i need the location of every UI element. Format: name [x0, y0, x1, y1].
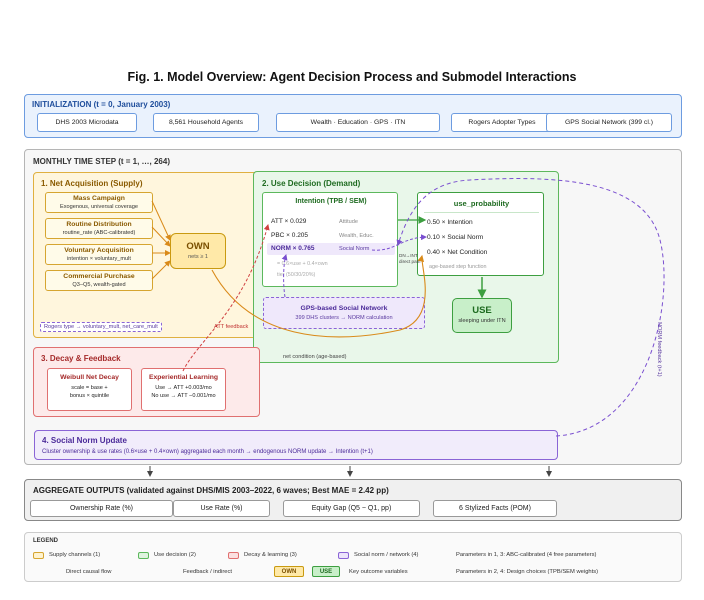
legend-swatch-social — [338, 552, 349, 559]
gps-social-network-box: GPS-based Social Network 399 DHS cluster… — [263, 297, 425, 329]
use-node: USE sleeping under ITN — [452, 298, 512, 333]
use-title: USE — [472, 305, 492, 316]
init-item-microdata: DHS 2003 Microdata — [37, 113, 137, 132]
norm-feedback-label: NORM feedback (t+1) — [656, 322, 662, 377]
aggregate-down-arrows — [147, 466, 552, 477]
net-acquisition-header: 1. Net Acquisition (Supply) — [41, 179, 143, 188]
weibull-line-2: bonus × quintile — [69, 393, 110, 399]
intention-note-1: = 0.6×use + 0.4×own — [277, 261, 328, 267]
use-probability-divider — [424, 212, 539, 213]
weibull-decay-box: Weibull Net Decay scale = base + bonus ×… — [47, 368, 132, 411]
use-probability-box: use_probability 0.50 × Intention 0.10 × … — [417, 192, 544, 276]
gps-network-subtitle: 399 DHS clusters → NORM calculation — [295, 315, 393, 321]
intention-term-pbc: PBC × 0.205 — [271, 232, 309, 239]
aggregate-item-use: Use Rate (%) — [173, 500, 270, 517]
intention-label-att: Attitude — [339, 219, 358, 225]
initialization-header: INITIALIZATION (t = 0, January 2003) — [32, 100, 171, 109]
legend-label-decay: Decay & learning (3) — [244, 552, 297, 558]
intention-label-pbc: Wealth, Educ. — [339, 233, 374, 239]
aggregate-outputs-panel: AGGREGATE OUTPUTS (validated against DHS… — [24, 479, 682, 521]
legend-chip-own: OWN — [274, 566, 304, 577]
gps-network-title: GPS-based Social Network — [300, 305, 388, 312]
legend-params-1: Parameters in 1, 3: ABC-calibrated (4 fr… — [456, 552, 597, 558]
learning-line-2: No use → ATT −0.001/mo — [151, 393, 216, 399]
legend-label-supply: Supply channels (1) — [49, 552, 101, 558]
legend-title: LEGEND — [33, 538, 59, 544]
legend-params-2: Parameters in 2, 4: Design choices (TPB/… — [456, 569, 599, 575]
intention-box: Intention (TPB / SEM) ATT × 0.029 Attitu… — [262, 192, 398, 287]
legend-swatch-decay — [228, 552, 239, 559]
channel-routine-distribution: Routine Distribution routine_rate (ABC-c… — [45, 218, 153, 239]
rogers-note: Rogers type → voluntary_mult, net_care_m… — [40, 322, 162, 332]
use-prob-term-condition: 0.40 × Net Condition — [427, 249, 488, 256]
intention-note-2: tier (50/30/20%) — [277, 272, 316, 278]
channel-title: Commercial Purchase — [63, 273, 135, 280]
att-feedback-arrow — [182, 224, 270, 372]
aggregate-item-stylized-facts: 6 Stylized Facts (POM) — [433, 500, 557, 517]
legend-label-direct: Direct causal flow — [66, 569, 112, 575]
net-condition-label: net condition (age-based) — [283, 354, 347, 360]
channel-desc: Q3–Q5, wealth-gated — [72, 282, 126, 288]
aggregate-header: AGGREGATE OUTPUTS (validated against DHS… — [33, 486, 389, 495]
initialization-panel: INITIALIZATION (t = 0, January 2003) DHS… — [24, 94, 682, 138]
figure-title: Fig. 1. Model Overview: Agent Decision P… — [127, 70, 577, 84]
init-item-agents: 8,561 Household Agents — [153, 113, 259, 132]
weibull-line-1: scale = base + — [71, 385, 108, 391]
init-item-gps-network: GPS Social Network (399 cl.) — [546, 113, 672, 132]
use-prob-term-norm: 0.10 × Social Norm — [427, 234, 484, 241]
legend-label-use: Use decision (2) — [154, 552, 196, 558]
channel-voluntary-acquisition: Voluntary Acquisition intention × volunt… — [45, 244, 153, 265]
intention-norm-row — [267, 243, 395, 255]
use-subtitle: sleeping under ITN — [458, 318, 506, 324]
channel-title: Voluntary Acquisition — [64, 247, 134, 254]
legend-swatch-supply — [33, 552, 44, 559]
channel-title: Mass Campaign — [73, 195, 125, 202]
norm-feedback-loop-arrow — [396, 178, 665, 437]
experiential-learning-box: Experiential Learning Use → ATT +0.003/m… — [141, 368, 226, 411]
att-feedback-label: ATT feedback — [214, 324, 249, 330]
init-item-rogers: Rogers Adopter Types — [451, 113, 553, 132]
aggregate-item-equity: Equity Gap (Q5 − Q1, pp) — [283, 500, 420, 517]
decay-feedback-panel: 3. Decay & Feedback Weibull Net Decay sc… — [33, 347, 260, 417]
learning-title: Experiential Learning — [148, 374, 219, 381]
channel-commercial-purchase: Commercial Purchase Q3–Q5, wealth-gated — [45, 270, 153, 291]
own-subtitle: nets ≥ 1 — [188, 254, 208, 260]
legend-swatch-use — [138, 552, 149, 559]
legend-label-key: Key outcome variables — [349, 569, 408, 575]
own-node: OWN nets ≥ 1 — [170, 233, 226, 269]
direct-path-label-1: DN→INT — [399, 253, 418, 258]
legend-chip-use: USE — [312, 566, 340, 577]
decay-header: 3. Decay & Feedback — [41, 354, 121, 363]
intention-label-norm: Social Norm — [339, 246, 370, 252]
gps-to-norm-arrow — [281, 254, 288, 298]
monthly-header: MONTHLY TIME STEP (t = 1, …, 264) — [33, 157, 170, 166]
channel-desc: intention × voluntary_mult — [67, 256, 131, 262]
social-norm-update-panel: 4. Social Norm Update Cluster ownership … — [34, 430, 558, 460]
legend-label-social: Social norm / network (4) — [354, 552, 419, 558]
channel-desc: Exogenous, universal coverage — [59, 204, 139, 210]
norm-update-desc: Cluster ownership & use rates (0.6×use +… — [42, 449, 373, 455]
intention-term-att: ATT × 0.029 — [271, 218, 307, 225]
norm-update-header: 4. Social Norm Update — [42, 436, 127, 445]
init-item-attributes: Wealth · Education · GPS · ITN — [276, 113, 440, 132]
channel-title: Routine Distribution — [66, 221, 132, 228]
channel-desc: routine_rate (ABC-calibrated) — [62, 230, 136, 236]
use-probability-title: use_probability — [453, 199, 510, 208]
channel-to-own-arrows — [151, 200, 171, 280]
learning-line-1: Use → ATT +0.003/mo — [155, 385, 212, 391]
intention-term-norm: NORM × 0.765 — [271, 245, 315, 252]
net-condition-arrow — [211, 254, 426, 338]
direct-path-label-2: direct path — [399, 259, 421, 264]
use-prob-note: age-based step function — [429, 264, 487, 270]
use-decision-header: 2. Use Decision (Demand) — [262, 179, 361, 188]
own-title: OWN — [186, 241, 210, 252]
norm-to-use-prob-arrow — [371, 234, 427, 251]
use-prob-term-intention: 0.50 × Intention — [427, 219, 473, 226]
aggregate-item-ownership: Ownership Rate (%) — [30, 500, 173, 517]
legend-panel: LEGEND — [24, 532, 682, 582]
legend-label-feedback: Feedback / indirect — [183, 569, 232, 575]
weibull-title: Weibull Net Decay — [60, 374, 119, 381]
intention-title: Intention (TPB / SEM) — [295, 198, 367, 205]
